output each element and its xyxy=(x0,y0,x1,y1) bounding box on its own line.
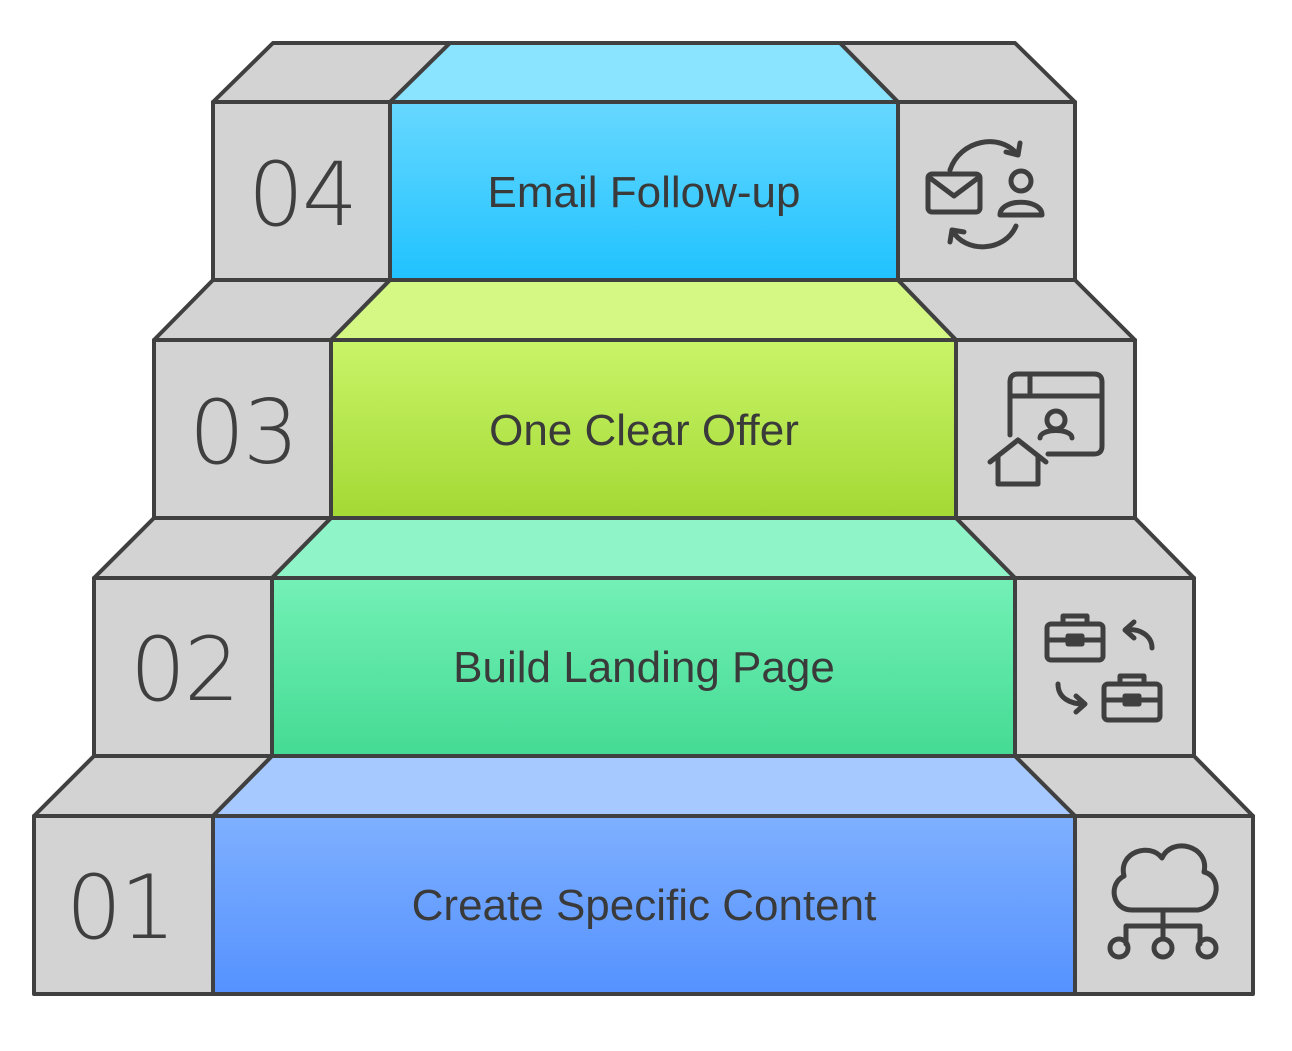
step-03 xyxy=(152,278,1137,520)
step-04-center-face xyxy=(388,100,900,282)
step-02-label: Build Landing Page xyxy=(453,643,835,692)
step-04-number: 04 xyxy=(248,143,356,246)
step-04 xyxy=(211,41,1077,282)
step-03-center-top xyxy=(329,278,958,342)
step-04-icon-box xyxy=(896,100,1077,282)
step-04-label: Email Follow-up xyxy=(488,168,801,217)
step-03-label: One Clear Offer xyxy=(489,406,799,455)
step-02-center-top xyxy=(270,516,1017,580)
step-01 xyxy=(32,754,1255,996)
profile-page-home-icon xyxy=(987,371,1105,487)
step-01-icon-box xyxy=(1073,814,1255,996)
step-02-number: 02 xyxy=(130,618,238,721)
briefcase-swap-icon xyxy=(1044,613,1163,723)
step-02-icon-box xyxy=(1013,576,1196,758)
step-02 xyxy=(92,516,1196,758)
step-01-number-box xyxy=(32,814,215,996)
step-01-center-top xyxy=(211,754,1077,818)
step-01-label: Create Specific Content xyxy=(412,881,877,930)
step-01-center-face xyxy=(211,814,1077,996)
step-03-center-face xyxy=(329,338,958,520)
step-04-number-box xyxy=(211,100,392,282)
step-04-center-top xyxy=(388,41,900,104)
step-02-center-face xyxy=(270,576,1017,758)
email-contact-cycle-icon xyxy=(925,139,1045,250)
step-03-icon-box xyxy=(954,338,1137,520)
cloud-network-icon xyxy=(1107,843,1219,960)
step-01-number: 01 xyxy=(66,856,174,959)
step-03-number: 03 xyxy=(189,381,297,484)
